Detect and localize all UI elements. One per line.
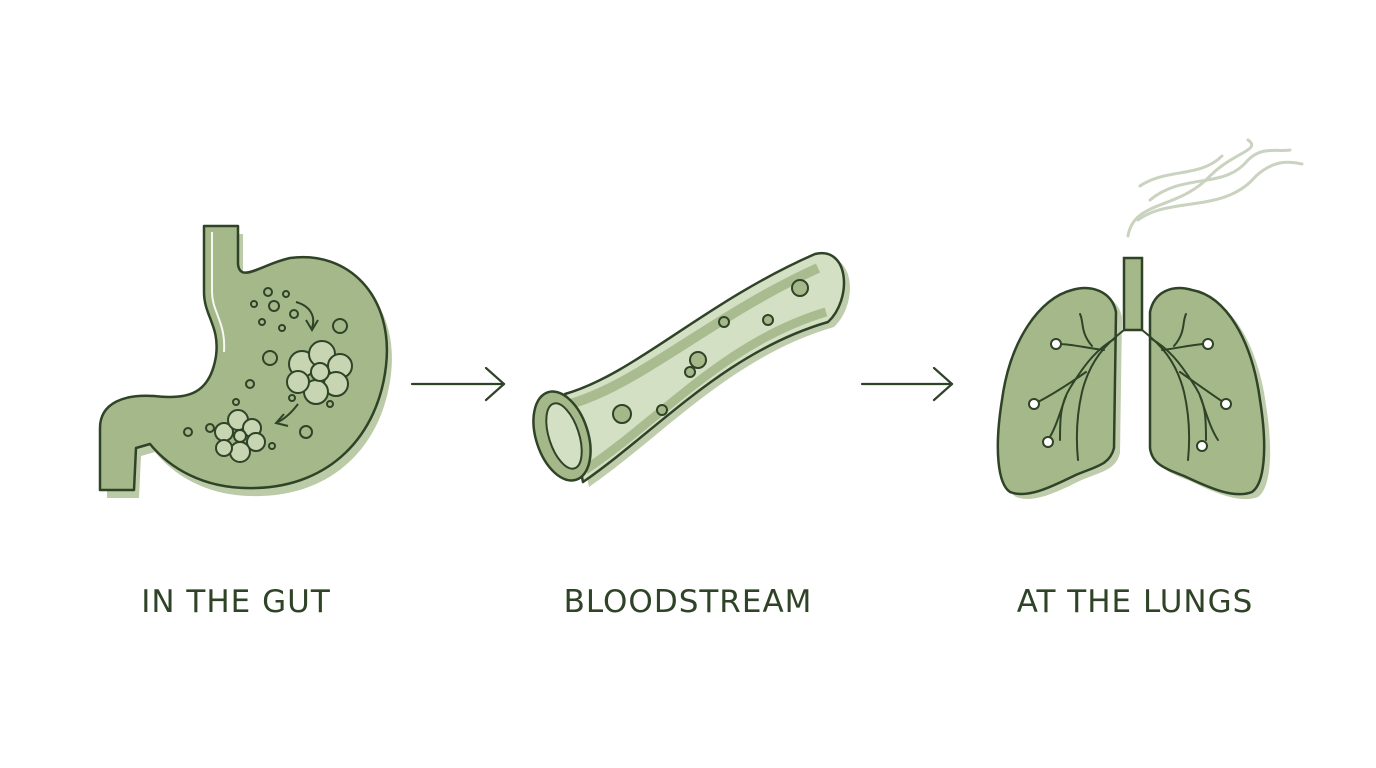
blood-cells: [612, 279, 809, 424]
alveoli: [1028, 338, 1232, 452]
vessel-opening-inner: [545, 402, 583, 470]
stomach-highlight: [211, 232, 226, 353]
step-label-bloodstream: BLOODSTREAM: [563, 584, 813, 620]
lungs-icon: [996, 138, 1304, 500]
arrow-right-icon: [410, 366, 506, 402]
blood-vessel-icon: [532, 251, 850, 487]
vessel-wall-top: [568, 263, 821, 409]
vessel-wall-bottom: [582, 307, 828, 474]
food-clump-small: [214, 409, 266, 463]
digestion-arrows-icon: [274, 301, 319, 427]
breath-wisp-icon: [1126, 138, 1304, 238]
bronchi: [1033, 313, 1227, 461]
vessel-body: [563, 251, 846, 484]
stomach-icon: [98, 224, 392, 498]
food-clump-large: [286, 340, 353, 405]
step-label-lungs: AT THE LUNGS: [1016, 584, 1254, 620]
step-label-gut: IN THE GUT: [141, 584, 331, 620]
arrow-right-icon: [860, 366, 954, 402]
stomach-body: [98, 224, 389, 492]
trachea: [1122, 256, 1144, 332]
stomach-bubbles: [183, 287, 348, 450]
